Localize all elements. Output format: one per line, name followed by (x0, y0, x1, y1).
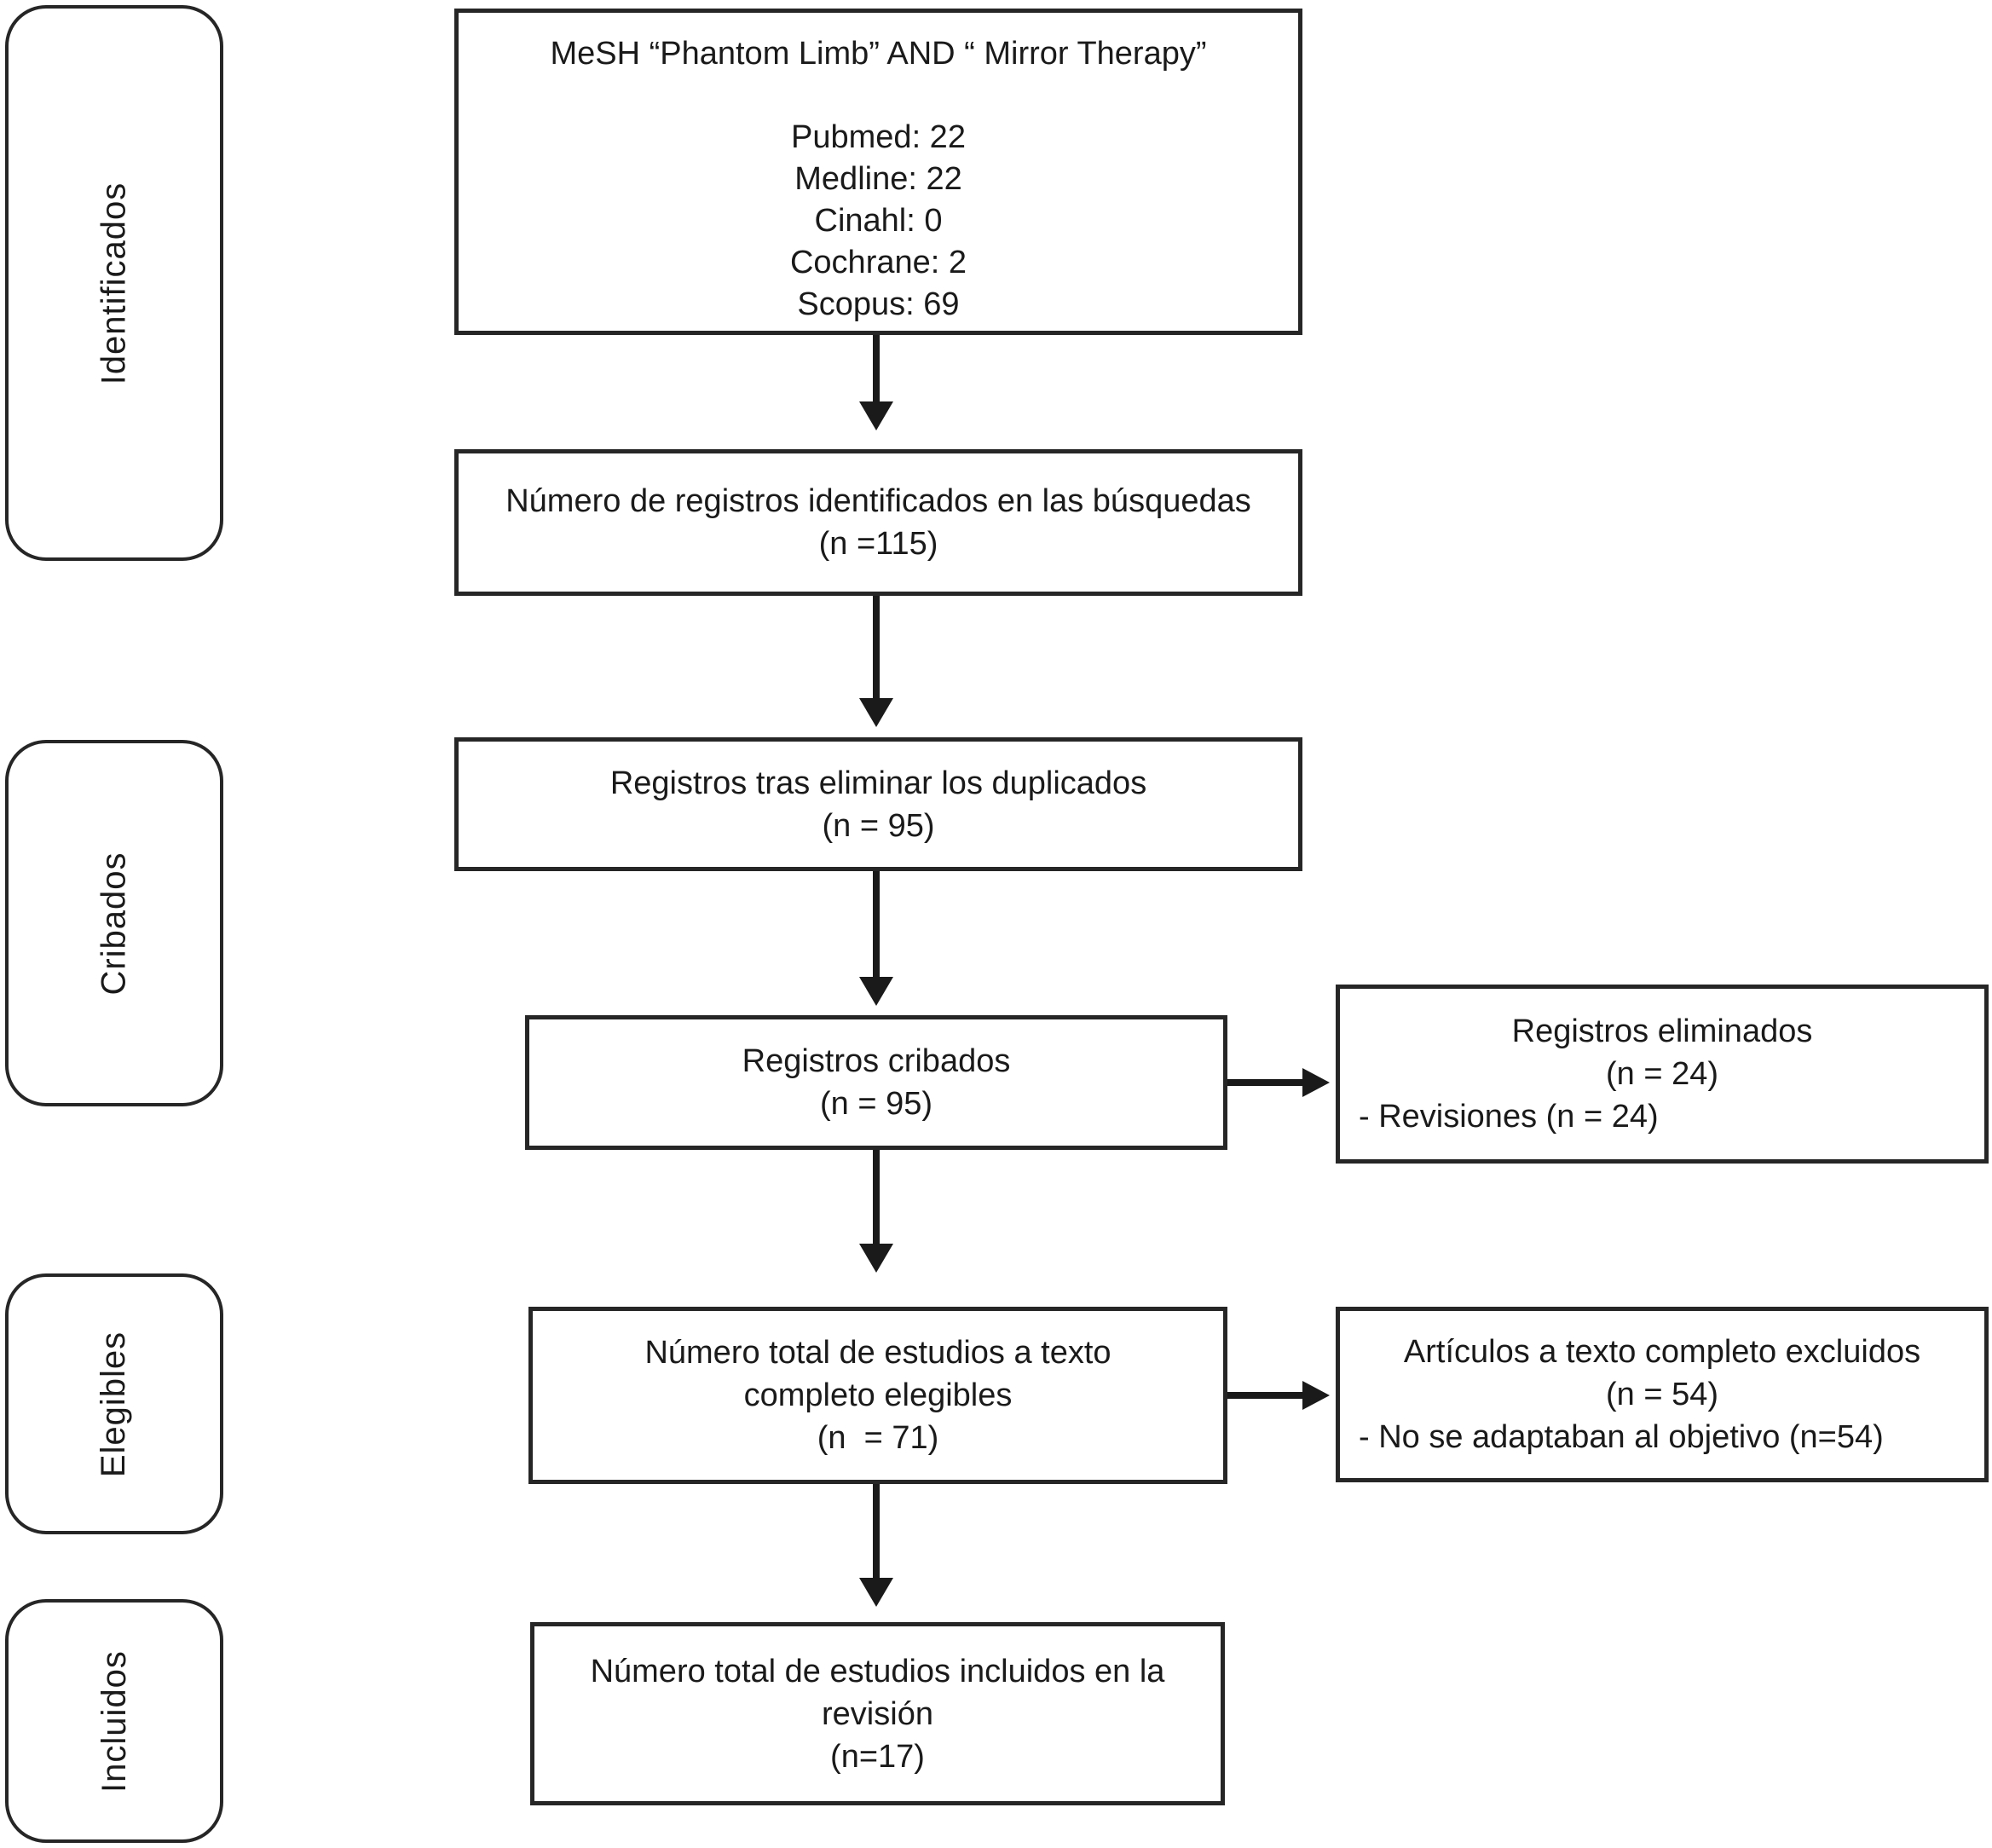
stage-identificados-label: Identificados (95, 182, 133, 384)
excluded-articles-count: (n = 54) (1605, 1377, 1719, 1412)
source-count-pubmed: Pubmed: 22 (791, 119, 966, 155)
search-strategy-box: MeSH “Phantom Limb” AND “ Mirror Therapy… (454, 9, 1302, 335)
stage-elegibles: Elegibles (5, 1273, 223, 1534)
eligible-studies-box: Número total de estudios a texto complet… (528, 1307, 1227, 1484)
arrow-eligible-to-excluded-line (1227, 1392, 1302, 1399)
identified-records-text: Número de registros identificados en las… (505, 483, 1251, 519)
deduplicated-records-text: Registros tras eliminar los duplicados (609, 765, 1147, 801)
arrow-screened-to-removed-line (1227, 1079, 1302, 1086)
identified-records-box: Número de registros identificados en las… (454, 449, 1302, 596)
source-count-scopus: Scopus: 69 (797, 286, 960, 322)
identified-records-count: (n =115) (818, 526, 938, 562)
eligible-studies-text-2: completo elegibles (743, 1377, 1013, 1413)
arrow-screened-to-eligible-line (873, 1150, 880, 1244)
deduplicated-records-count: (n = 95) (822, 807, 935, 844)
deduplicated-records-box: Registros tras eliminar los duplicados (… (454, 737, 1302, 871)
arrow-identified-to-deduplicated-head (859, 698, 893, 727)
stage-incluidos: Incluidos (5, 1599, 223, 1843)
source-count-cochrane: Cochrane: 2 (789, 245, 967, 280)
stage-cribados: Cribados (5, 740, 223, 1106)
screened-records-count: (n = 95) (819, 1086, 933, 1122)
arrow-eligible-to-included-line (873, 1484, 880, 1578)
eligible-studies-text-1: Número total de estudios a texto (644, 1335, 1111, 1371)
excluded-articles-box: Artículos a texto completo excluidos (n … (1336, 1307, 1989, 1482)
stage-elegibles-label: Elegibles (95, 1331, 133, 1477)
arrow-eligible-to-included-head (859, 1578, 893, 1607)
arrow-eligible-to-excluded-head (1302, 1381, 1330, 1410)
removed-records-box: Registros eliminados (n = 24) - Revision… (1336, 985, 1989, 1164)
excluded-articles-text: Artículos a texto completo excluidos (1403, 1334, 1921, 1370)
arrow-deduplicated-to-screened-head (859, 977, 893, 1006)
stage-cribados-label: Cribados (95, 851, 133, 996)
arrow-deduplicated-to-screened-line (873, 871, 880, 977)
arrow-search-to-identified-head (859, 401, 893, 430)
removed-records-text: Registros eliminados (1511, 1014, 1813, 1049)
included-studies-text-2: revisión (822, 1695, 933, 1732)
removed-records-reason: - Revisiones (n = 24) (1359, 1099, 1659, 1135)
search-strategy-title: MeSH “Phantom Limb” AND “ Mirror Therapy… (550, 36, 1207, 72)
stage-identificados: Identificados (5, 5, 223, 561)
arrow-search-to-identified-line (873, 335, 880, 401)
arrow-screened-to-removed-head (1302, 1068, 1330, 1097)
source-count-medline: Medline: 22 (794, 161, 962, 197)
included-studies-text-1: Número total de estudios incluidos en la (590, 1653, 1165, 1689)
screened-records-box: Registros cribados (n = 95) (525, 1015, 1227, 1150)
source-count-cinahl: Cinahl: 0 (814, 203, 943, 239)
included-studies-count: (n=17) (830, 1738, 925, 1775)
screened-records-text: Registros cribados (742, 1043, 1011, 1079)
included-studies-box: Número total de estudios incluidos en la… (530, 1622, 1225, 1805)
eligible-studies-count: (n = 71) (817, 1420, 939, 1456)
arrow-screened-to-eligible-head (859, 1244, 893, 1273)
removed-records-count: (n = 24) (1605, 1056, 1719, 1092)
arrow-identified-to-deduplicated-line (873, 596, 880, 698)
stage-incluidos-label: Incluidos (95, 1649, 133, 1793)
excluded-articles-reason: - No se adaptaban al objetivo (n=54) (1359, 1419, 1884, 1455)
